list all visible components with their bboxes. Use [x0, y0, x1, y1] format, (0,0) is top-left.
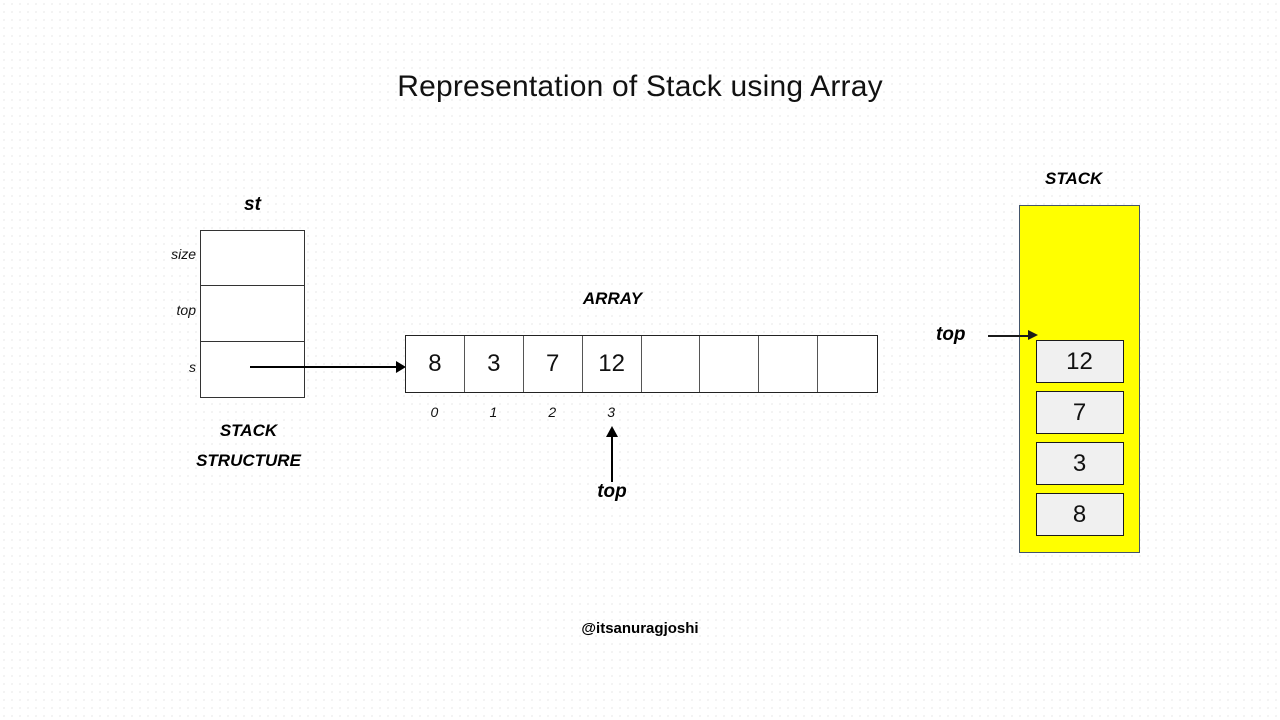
stack-structure-field-top: [201, 286, 304, 342]
array-cell: [700, 336, 760, 392]
array-index: 3: [607, 404, 616, 420]
array-cell: [642, 336, 701, 392]
stack-structure-field-size: [201, 231, 304, 287]
pointer-line-array-top: [611, 436, 613, 482]
array-index: [641, 404, 700, 420]
array-index: 0: [430, 404, 439, 420]
pointer-line-stack-top: [988, 335, 1030, 337]
visual-stack-top-pointer-label: top: [936, 324, 966, 345]
stack-item: 7: [1035, 391, 1124, 434]
field-label-size: size: [171, 246, 196, 262]
array-cell: 12: [583, 336, 642, 392]
page-title: Representation of Stack using Array: [397, 70, 883, 103]
visual-stack-container: 12 7 3 8: [1019, 205, 1140, 553]
array-cell: [759, 336, 819, 392]
visual-stack-caption: STACK: [1045, 169, 1103, 188]
field-label-top: top: [176, 302, 196, 318]
array-top-pointer-label: top: [597, 481, 627, 502]
array-box: 8 3 7 12: [405, 335, 879, 393]
array-index: [758, 404, 817, 420]
array-index: [817, 404, 876, 420]
stack-structure-field-s: [201, 342, 304, 397]
stack-item: 8: [1035, 493, 1124, 536]
stack-structure-caption-line1: STACK: [219, 421, 278, 440]
arrowhead-up-icon: [606, 426, 618, 437]
stack-structure-caption: STACK STRUCTURE: [176, 416, 321, 476]
stack-item: 3: [1035, 442, 1124, 485]
array-cell: 3: [465, 336, 524, 392]
array-index: [699, 404, 758, 420]
array-cell: [818, 336, 877, 392]
stack-structure-caption-line2: STRUCTURE: [196, 450, 301, 470]
stack-structure-box: [200, 230, 305, 398]
array-index-row: 0 1 2 3: [405, 404, 876, 420]
stack-item: 12: [1035, 340, 1124, 383]
author-handle: @itsanuragjoshi: [581, 620, 699, 637]
arrowhead-right-icon: [1028, 330, 1038, 340]
field-label-s: s: [189, 359, 196, 375]
array-index: 1: [489, 404, 498, 420]
array-index: 2: [548, 404, 557, 420]
stack-structure-name-label: st: [244, 194, 261, 215]
array-cell: 7: [524, 336, 583, 392]
pointer-line-s-to-array: [250, 366, 402, 368]
arrowhead-right-icon: [396, 361, 406, 373]
array-title: ARRAY: [582, 289, 643, 308]
array-cell: 8: [406, 336, 465, 392]
